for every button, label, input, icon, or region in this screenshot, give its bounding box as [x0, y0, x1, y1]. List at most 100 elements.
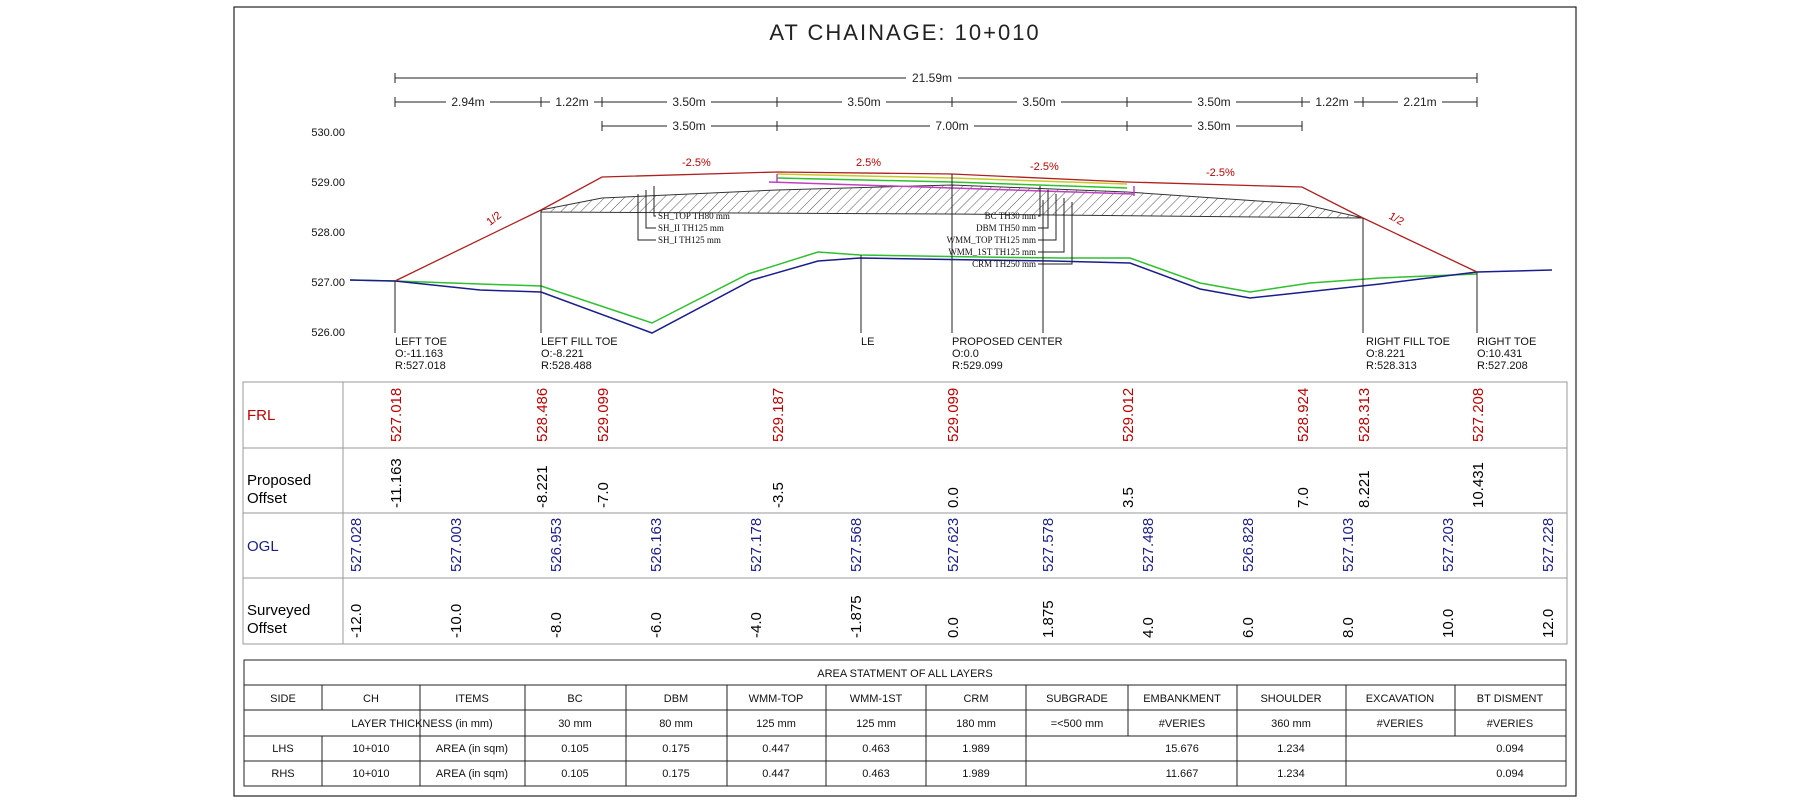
row-dbm: 0.175 [662, 768, 690, 780]
right-toe-offset: O:10.431 [1477, 348, 1522, 360]
crossfall-label: -2.5% [1206, 167, 1235, 179]
row-ch: 10+010 [352, 743, 389, 755]
frl-value: 528.313 [1356, 388, 1373, 442]
header-cell: SHOULDER [1260, 693, 1321, 705]
point-labels: LEFT TOE O:-11.163 R:527.018 LEFT FILL T… [395, 336, 1536, 372]
surveyed-offset-value: -6.0 [648, 612, 665, 638]
thickness-cell: =<500 mm [1051, 718, 1104, 730]
ogl-label: OGL [247, 538, 279, 555]
surveyed-offset-value: 10.0 [1440, 609, 1457, 638]
left-fill-toe-offset: O:-8.221 [541, 348, 584, 360]
ogl-value: 526.953 [548, 518, 565, 572]
thickness-cell: 30 mm [558, 718, 592, 730]
elevation-tick-label: 530.00 [311, 127, 345, 139]
row-wmm-top: 0.447 [762, 768, 790, 780]
proposed-offset-value: 10.431 [1470, 462, 1487, 508]
proposed-offset-value: 8.221 [1356, 470, 1373, 508]
surveyed-offset-value: 6.0 [1240, 617, 1257, 638]
ogl-value: 527.103 [1340, 518, 1357, 572]
left-toe-offset: O:-11.163 [395, 348, 443, 360]
frl-value: 529.012 [1120, 388, 1137, 442]
row-shoulder: 1.234 [1277, 768, 1305, 780]
elevation-tick-label: 528.00 [311, 227, 345, 239]
header-cell: EMBANKMENT [1143, 693, 1221, 705]
proposed-offset-value: 7.0 [1295, 487, 1312, 508]
thickness-cell: #VERIES [1487, 718, 1533, 730]
header-cell: DBM [664, 693, 688, 705]
header-cell: CRM [963, 693, 988, 705]
area-table-title: AREA STATMENT OF ALL LAYERS [817, 668, 992, 680]
ogl-value: 527.028 [348, 518, 365, 572]
row-side: LHS [272, 743, 293, 755]
le-label: LE [861, 336, 874, 348]
green-ground-line [349, 251, 1478, 324]
ogl-value: 527.003 [448, 518, 465, 572]
layer-callout-left: SH_I TH125 mm [658, 235, 721, 245]
left-fill-toe-label: LEFT FILL TOE [541, 336, 618, 348]
dim-row1: 3.50m [847, 95, 880, 109]
area-table-grid [243, 659, 1567, 787]
right-fill-toe-level: R:528.313 [1366, 360, 1417, 372]
thickness-cell: 180 mm [956, 718, 996, 730]
header-cell: SIDE [270, 693, 296, 705]
frl-value: 527.018 [388, 388, 405, 442]
surveyed-offset-label-2: Offset [247, 620, 288, 637]
row-bc: 0.105 [561, 768, 589, 780]
header-cell: SUBGRADE [1046, 693, 1108, 705]
row-side: RHS [271, 768, 294, 780]
layer-callout-left: SH_TOP TH80 mm [658, 211, 730, 221]
proposed-offset-label-2: Offset [247, 490, 288, 507]
row-dbm: 0.175 [662, 743, 690, 755]
thickness-cell: 360 mm [1271, 718, 1311, 730]
header-cell: WMM-1ST [850, 693, 903, 705]
area-table-row-rhs: RHS 10+010 AREA (in sqm) 0.105 0.175 0.4… [271, 768, 1523, 780]
ogl-line [349, 257, 1553, 334]
elevation-tick-label: 529.00 [311, 177, 345, 189]
point-verticals [394, 174, 1478, 333]
dim-row1: 3.50m [1022, 95, 1055, 109]
surveyed-offset-value: -1.875 [848, 595, 865, 638]
ogl-value: 526.163 [648, 518, 665, 572]
frl-values: 527.018 528.486 529.099 529.187 529.099 … [388, 388, 1487, 442]
layer-callout-left: SH_II TH125 mm [658, 223, 724, 233]
ogl-value: 527.568 [848, 518, 865, 572]
elevation-axis: 530.00 529.00 528.00 527.00 526.00 [311, 127, 345, 339]
row-bc: 0.105 [561, 743, 589, 755]
row-item: AREA (in sqm) [436, 743, 508, 755]
ogl-value: 527.488 [1140, 518, 1157, 572]
row-bt: 0.094 [1496, 743, 1524, 755]
thickness-cell: 80 mm [659, 718, 693, 730]
layer-callout-right: WMM_TOP TH125 mm [947, 235, 1036, 245]
row-ch: 10+010 [352, 768, 389, 780]
thickness-cell: #VERIES [1159, 718, 1205, 730]
row-crm: 1.989 [962, 743, 990, 755]
left-fill-toe-level: R:528.488 [541, 360, 592, 372]
slope-label-left: 1/2 [484, 209, 503, 228]
proposed-offset-label: Proposed [247, 472, 311, 489]
ogl-value: 527.178 [748, 518, 765, 572]
proposed-offset-value: -3.5 [770, 482, 787, 508]
frl-value: 528.924 [1295, 388, 1312, 442]
dim-row1: 1.22m [1315, 95, 1348, 109]
proposed-offset-values: -11.163 -8.221 -7.0 -3.5 0.0 3.5 7.0 8.2… [388, 458, 1487, 508]
crossfall-label: -2.5% [682, 157, 711, 169]
center-level: R:529.099 [952, 360, 1003, 372]
thickness-cell: 125 mm [756, 718, 796, 730]
chainage-title: AT CHAINAGE: 10+010 [769, 20, 1040, 45]
dim-row1: 1.22m [555, 95, 588, 109]
surveyed-offset-label: Surveyed [247, 602, 310, 619]
proposed-offset-value: -8.221 [534, 465, 551, 508]
header-cell: BT DISMENT [1477, 693, 1544, 705]
ogl-values: 527.028 527.003 526.953 526.163 527.178 … [348, 518, 1557, 572]
header-cell: BC [567, 693, 582, 705]
row-crm: 1.989 [962, 768, 990, 780]
frl-value: 529.187 [770, 388, 787, 442]
left-toe-label: LEFT TOE [395, 336, 447, 348]
surveyed-offset-value: 8.0 [1340, 617, 1357, 638]
row-embankment: 11.667 [1166, 768, 1199, 780]
area-table-thickness-row: LAYER THICKNESS (in mm) 30 mm 80 mm 125 … [351, 718, 1533, 730]
elevation-tick-label: 526.00 [311, 327, 345, 339]
row-bt: 0.094 [1496, 768, 1524, 780]
right-fill-toe-label: RIGHT FILL TOE [1366, 336, 1450, 348]
